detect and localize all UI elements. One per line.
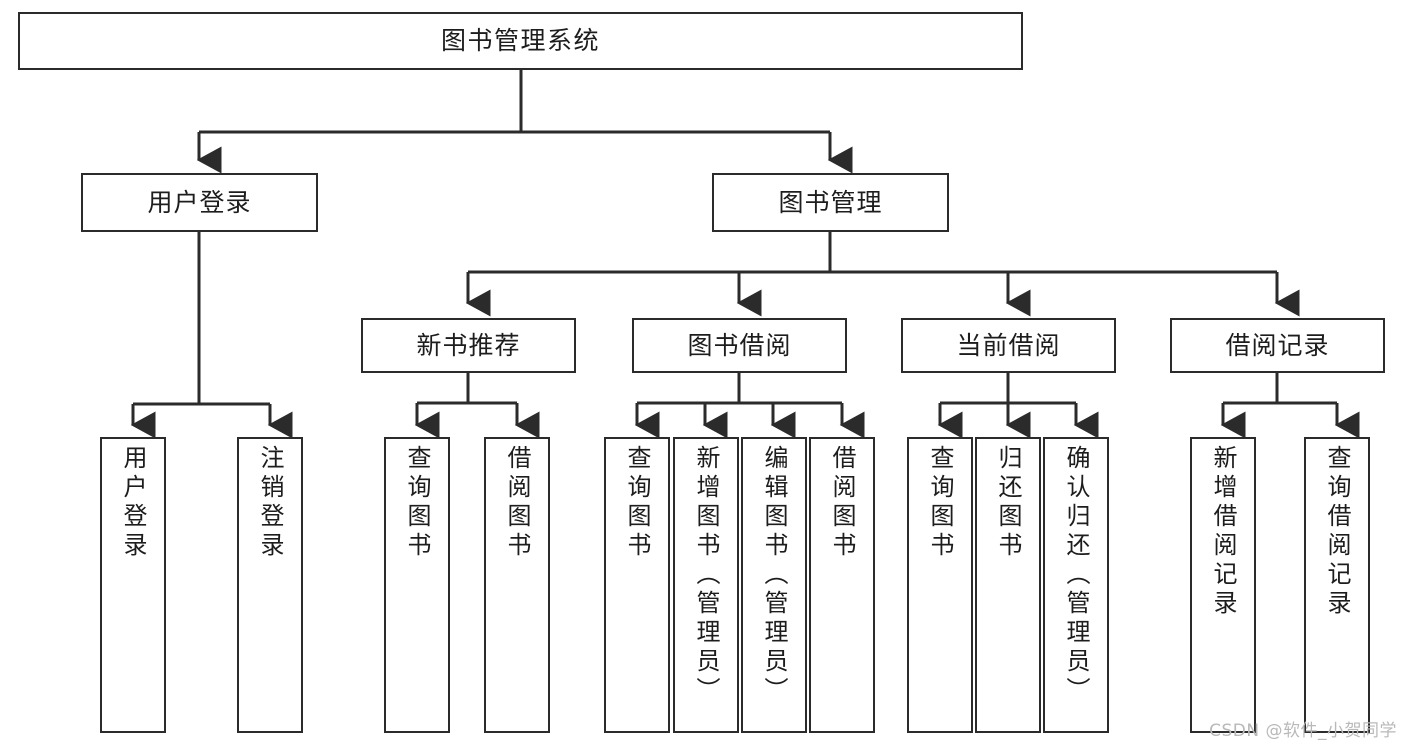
node-new-book-recommendation[interactable]: 新书推荐 (361, 318, 576, 373)
node-label: 归还图书 (994, 445, 1022, 561)
node-leaf-return-books[interactable]: 归还图书 (975, 437, 1041, 733)
node-label: 新书推荐 (416, 330, 521, 360)
node-root-book-management-system[interactable]: 图书管理系统 (18, 12, 1023, 70)
node-label: 新增借阅记录 (1209, 445, 1237, 619)
node-book-borrowing[interactable]: 图书借阅 (632, 318, 847, 373)
node-user-login[interactable]: 用户登录 (81, 173, 318, 232)
node-leaf-query-books-recommend[interactable]: 查询图书 (384, 437, 450, 733)
node-label: 图书管理 (778, 187, 883, 217)
node-leaf-add-borrowing-record[interactable]: 新增借阅记录 (1190, 437, 1256, 733)
node-current-borrowing[interactable]: 当前借阅 (901, 318, 1116, 373)
node-leaf-add-book-admin[interactable]: 新增图书（管理员） (673, 437, 739, 733)
node-label: 编辑图书（管理员） (760, 445, 788, 706)
node-leaf-user-login[interactable]: 用户登录 (100, 437, 166, 733)
node-label: 用户登录 (147, 187, 252, 217)
node-leaf-edit-book-admin[interactable]: 编辑图书（管理员） (741, 437, 807, 733)
node-book-management[interactable]: 图书管理 (712, 173, 949, 232)
node-label: 确认归还（管理员） (1062, 445, 1090, 706)
node-label: 借阅图书 (828, 445, 856, 561)
node-label: 图书管理系统 (440, 26, 600, 56)
csdn-watermark: CSDN @软件_小贺同学 (1209, 721, 1397, 741)
node-label: 当前借阅 (956, 330, 1061, 360)
node-label: 查询图书 (926, 445, 954, 561)
node-borrowing-records[interactable]: 借阅记录 (1170, 318, 1385, 373)
node-leaf-query-books-current[interactable]: 查询图书 (907, 437, 973, 733)
node-leaf-borrow-books-recommend[interactable]: 借阅图书 (484, 437, 550, 733)
node-label: 用户登录 (119, 445, 147, 561)
node-label: 借阅图书 (503, 445, 531, 561)
node-leaf-logout[interactable]: 注销登录 (237, 437, 303, 733)
node-label: 查询借阅记录 (1323, 445, 1351, 619)
node-leaf-query-books-borrowing[interactable]: 查询图书 (604, 437, 670, 733)
node-label: 借阅记录 (1225, 330, 1330, 360)
node-label: 查询图书 (403, 445, 431, 561)
node-label: 注销登录 (256, 445, 284, 561)
node-label: 图书借阅 (687, 330, 792, 360)
node-leaf-borrow-books-borrowing[interactable]: 借阅图书 (809, 437, 875, 733)
node-label: 查询图书 (623, 445, 651, 561)
node-label: 新增图书（管理员） (692, 445, 720, 706)
node-leaf-confirm-return-admin[interactable]: 确认归还（管理员） (1043, 437, 1109, 733)
node-leaf-query-borrowing-record[interactable]: 查询借阅记录 (1304, 437, 1370, 733)
